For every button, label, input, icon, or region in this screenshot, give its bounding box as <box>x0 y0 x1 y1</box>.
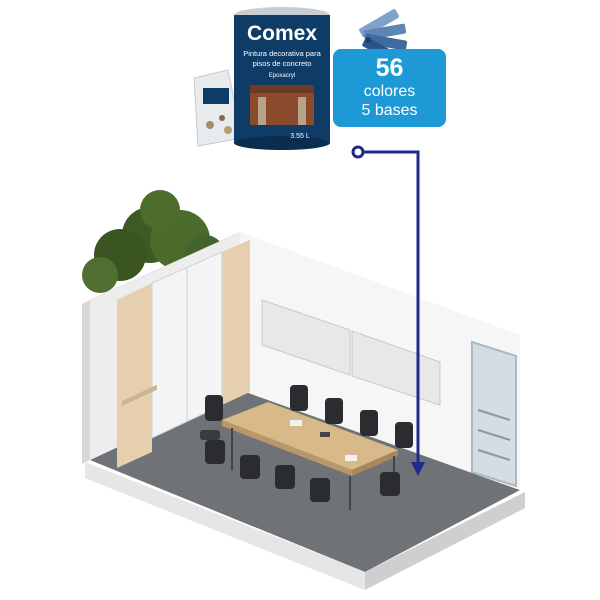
brand-logo: Comex <box>247 22 317 45</box>
floor-edge-right <box>365 492 525 590</box>
wood-panel-right <box>222 240 250 405</box>
colors-label: colores <box>363 83 416 100</box>
chairs <box>200 385 413 502</box>
wood-panel-left <box>117 283 152 468</box>
color-count: 56 <box>375 54 404 82</box>
bases-label: 5 bases <box>361 102 418 119</box>
pointer-line <box>351 145 425 476</box>
whiteboard-1 <box>261 299 351 376</box>
product-description-2: pisos de concreto <box>253 59 312 68</box>
floor <box>90 390 520 572</box>
can-volume: 3.55 L <box>290 133 310 140</box>
color-count-callout: 56 colores 5 bases <box>333 49 446 127</box>
aggregate-bag <box>193 69 243 147</box>
left-wall-top <box>82 232 240 304</box>
paint-can <box>234 7 330 150</box>
conference-table <box>222 402 398 510</box>
wall-shelf <box>122 384 157 407</box>
floor-edge-left <box>85 462 365 590</box>
left-wall-edge <box>82 300 90 464</box>
sub-brand: Epoxacryl <box>269 73 295 79</box>
product-description-1: Pintura decorativa para <box>243 49 321 58</box>
